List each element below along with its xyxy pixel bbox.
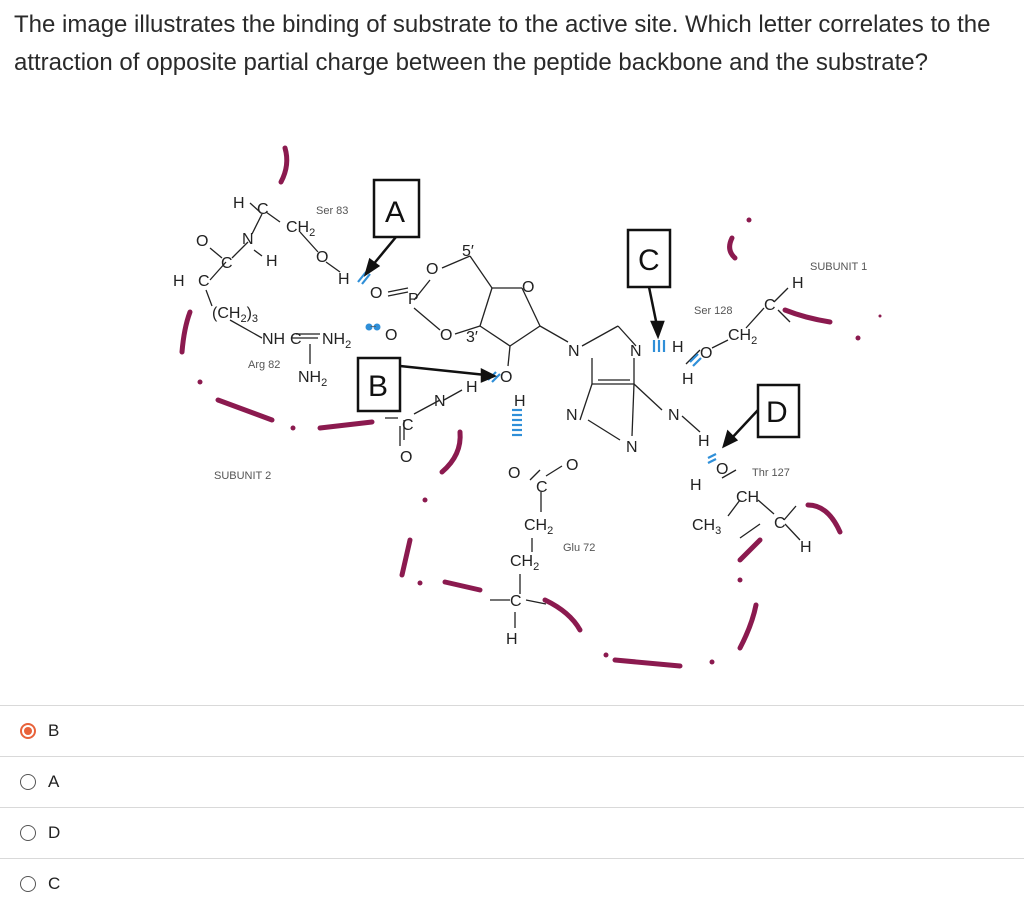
svg-text:CH2: CH2 [524, 517, 553, 537]
svg-text:O: O [522, 279, 534, 296]
svg-text:O: O [316, 249, 328, 266]
svg-text:O: O [426, 261, 438, 278]
svg-text:CH2: CH2 [286, 219, 315, 239]
svg-text:N: N [566, 407, 578, 424]
radio-button[interactable] [20, 774, 36, 790]
svg-text:O: O [566, 457, 578, 474]
svg-text:H: H [506, 631, 518, 648]
svg-text:H: H [173, 273, 185, 290]
answer-options: B A D C [0, 705, 1024, 909]
svg-text:H: H [466, 379, 478, 396]
svg-text:CH: CH [736, 489, 759, 506]
svg-text:O: O [370, 285, 382, 302]
svg-text:NH2: NH2 [322, 331, 351, 351]
svg-text:H: H [672, 339, 684, 356]
svg-text:N: N [242, 231, 254, 248]
hydrogen-bonds [357, 271, 717, 464]
callout-arrows [363, 236, 759, 449]
svg-text:H: H [514, 393, 526, 410]
callout-b [356, 356, 402, 413]
svg-text:O: O [700, 345, 712, 362]
svg-text:C: C [774, 515, 786, 532]
callout-b-letter: B [368, 370, 388, 403]
svg-text:H: H [266, 253, 278, 270]
option-label: B [48, 721, 60, 740]
svg-text:O: O [400, 449, 412, 466]
callout-a [372, 178, 421, 239]
svg-text:O: O [196, 233, 208, 250]
radio-button-selected[interactable] [20, 723, 36, 739]
radio-button[interactable] [20, 876, 36, 892]
svg-text:CH2: CH2 [510, 553, 539, 573]
sugar-5prime-label: 5′ [462, 243, 474, 260]
svg-text:CH3: CH3 [692, 517, 721, 537]
residue-label-arg82: Arg 82 [248, 359, 280, 371]
residue-label-glu72: Glu 72 [563, 542, 595, 554]
question-text: The image illustrates the binding of sub… [14, 11, 991, 76]
residue-label-thr127: Thr 127 [752, 467, 790, 479]
option-label: A [48, 772, 60, 791]
radio-button[interactable] [20, 825, 36, 841]
svg-text:O: O [500, 369, 512, 386]
option-a[interactable]: A [0, 756, 1024, 807]
svg-text:H: H [690, 477, 702, 494]
residue-label-ser128: Ser 128 [694, 305, 733, 317]
option-b[interactable]: B [0, 705, 1024, 756]
svg-text:C: C [402, 417, 414, 434]
sugar-3prime-label: 3′ [466, 329, 478, 346]
svg-text:CH2: CH2 [728, 327, 757, 347]
subunit-2-label: SUBUNIT 2 [214, 470, 271, 482]
svg-text:H: H [698, 433, 710, 450]
svg-text:N: N [630, 343, 642, 360]
svg-text:O: O [385, 327, 397, 344]
svg-text:H: H [338, 271, 350, 288]
svg-text:N: N [668, 407, 680, 424]
subunit-1-label: SUBUNIT 1 [810, 261, 867, 273]
protein-backbone [179, 145, 843, 669]
svg-text:C: C [510, 593, 522, 610]
svg-text:O: O [508, 465, 520, 482]
svg-text:O: O [716, 461, 728, 478]
option-label: D [48, 823, 61, 842]
svg-text:N: N [568, 343, 580, 360]
svg-text:C: C [221, 255, 233, 272]
callout-c-letter: C [638, 244, 660, 277]
svg-text:O: O [440, 327, 452, 344]
backbone-dots [197, 217, 882, 665]
svg-text:N: N [626, 439, 638, 456]
svg-text:H: H [233, 195, 245, 212]
bond-lines [205, 202, 801, 628]
svg-text:(CH2)3: (CH2)3 [212, 305, 258, 325]
svg-text:NH2: NH2 [298, 369, 327, 389]
svg-text:−: − [370, 321, 376, 333]
option-label: C [48, 874, 61, 893]
svg-text:P: P [408, 291, 419, 308]
callout-d-letter: D [766, 396, 788, 429]
residue-label-ser83: Ser 83 [316, 205, 348, 217]
svg-text:N: N [434, 393, 446, 410]
svg-text:H: H [792, 275, 804, 292]
svg-text:C: C [257, 201, 269, 218]
option-c[interactable]: C [0, 858, 1024, 909]
svg-text:NH: NH [262, 331, 285, 348]
svg-text:C: C [198, 273, 210, 290]
svg-text:C: C [290, 331, 302, 348]
option-d[interactable]: D [0, 807, 1024, 858]
svg-text:H: H [682, 371, 694, 388]
charge-dots [365, 323, 381, 331]
svg-text:H: H [800, 539, 812, 556]
callout-a-letter: A [385, 196, 405, 229]
svg-text:C: C [764, 297, 776, 314]
svg-text:C: C [536, 479, 548, 496]
